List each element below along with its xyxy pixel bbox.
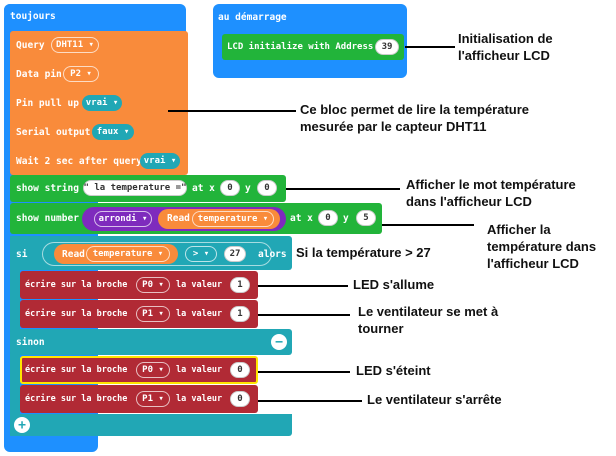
write-p0-off-value[interactable]: 0 [230,362,250,378]
write-p1-off-value[interactable]: 0 [230,391,250,407]
annotation-led-off: LED s'éteint [356,363,431,378]
write-p0-on-pin[interactable]: P0 ▾ [136,277,170,293]
write-p0-on-value[interactable]: 1 [230,277,250,293]
pull-up-label: Pin pull up [16,98,79,109]
sinon-block[interactable] [10,329,292,355]
lcd-initialize-block[interactable] [222,34,404,60]
write-p0-on-label: écrire sur la broche [25,280,128,290]
compare-value[interactable]: 27 [224,246,246,262]
si-footer [10,414,292,436]
annotation-si: Si la température > 27 [296,245,431,260]
temperature-dropdown[interactable]: temperature ▾ [192,211,274,227]
add-else-button[interactable]: + [14,417,30,433]
show-string-text[interactable]: " la temperature =" [83,180,187,196]
write-p1-on-label: écrire sur la broche [25,309,128,319]
show-string-at-x: at x [192,183,215,194]
serial-output-label: Serial output [16,127,91,138]
query-dropdown[interactable]: DHT11 ▾ [51,37,99,53]
write-p1-on-valeur-label: la valeur [176,309,223,319]
annotation-line-read [168,110,296,112]
remove-else-button[interactable]: − [271,334,287,350]
si-label: si [16,249,28,260]
write-p1-on-value[interactable]: 1 [230,306,250,322]
temperature-dropdown-compare[interactable]: temperature ▾ [86,246,170,262]
lcd-address-value[interactable]: 39 [375,39,399,55]
read-label-compare: Read [62,249,85,260]
annotation-line-led-on [258,285,348,287]
write-p0-off-pin[interactable]: P0 ▾ [136,362,170,378]
show-number-at-x: at x [290,213,313,224]
alors-label: alors [258,249,287,260]
data-pin-label: Data pin [16,69,62,80]
annotation-line-fan-on [258,314,350,316]
lcd-initialize-label: LCD initialize with Address [227,42,374,52]
compare-operator[interactable]: > ▾ [185,246,217,262]
show-string-label: show string [16,183,79,194]
pull-up-value[interactable]: vrai ▾ [82,95,122,111]
show-number-y-label: y [343,213,349,224]
show-number-x[interactable]: 0 [318,210,338,226]
wait-value[interactable]: vrai ▾ [140,153,180,169]
annotation-fan-off: Le ventilateur s'arrête [367,392,502,407]
show-string-y[interactable]: 0 [257,180,277,196]
serial-output-value[interactable]: faux ▾ [92,124,134,140]
write-p0-on-valeur-label: la valeur [176,280,223,290]
annotation-led-on: LED s'allume [353,277,435,292]
query-label: Query [16,40,45,51]
wait-label: Wait 2 sec after query [16,156,142,167]
write-p1-on-pin[interactable]: P1 ▾ [136,306,170,322]
annotation-line-show-temp [382,224,474,226]
show-number-label: show number [16,213,79,224]
arrondi-dropdown[interactable]: arrondi ▾ [94,211,152,227]
annotation-line-init [405,46,455,48]
read-label: Read [167,213,190,224]
demarrage-title: au démarrage [218,12,287,23]
write-p1-off-label: écrire sur la broche [25,394,128,404]
toujours-header[interactable] [4,4,186,32]
annotation-line-fan-off [258,400,362,402]
write-p0-off-valeur-label: la valeur [176,365,223,375]
write-p0-off-label: écrire sur la broche [25,365,128,375]
show-string-x[interactable]: 0 [220,180,240,196]
show-string-y-label: y [245,183,251,194]
write-p1-off-pin[interactable]: P1 ▾ [136,391,170,407]
sinon-label: sinon [16,337,45,348]
write-p1-off-valeur-label: la valeur [176,394,223,404]
show-number-y[interactable]: 5 [356,210,376,226]
data-pin-dropdown[interactable]: P2 ▾ [63,66,99,82]
toujours-title: toujours [10,11,56,22]
annotation-line-led-off [258,371,350,373]
annotation-line-show-word [286,188,400,190]
